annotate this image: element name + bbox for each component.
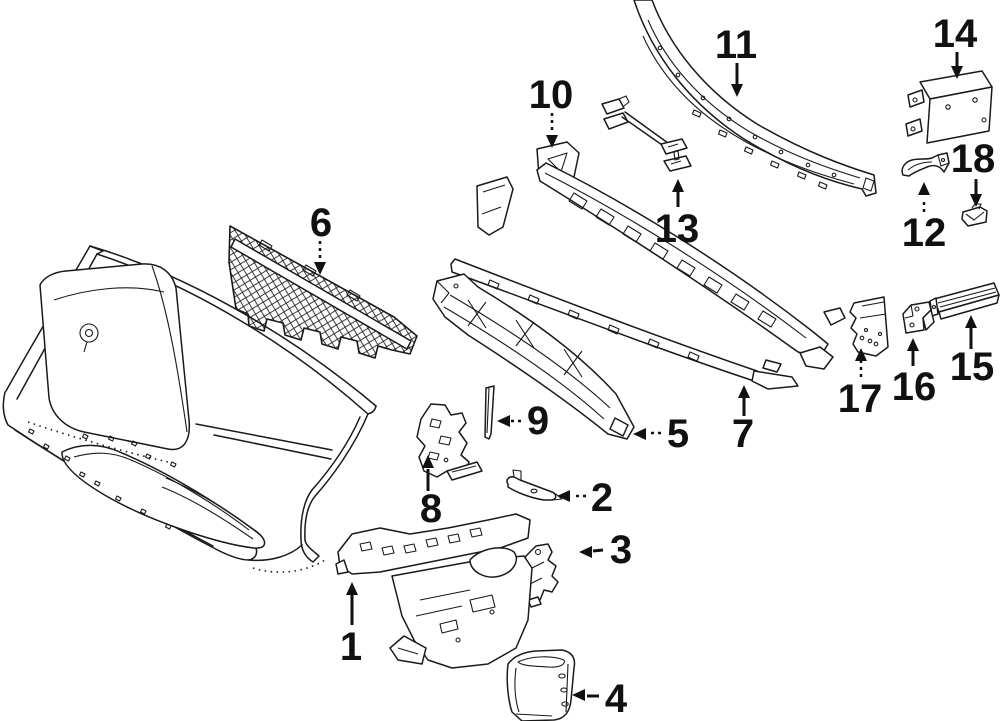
callout-14-label: 14 — [933, 12, 978, 56]
callout-1: 1 — [340, 582, 362, 669]
callout-12: 12 — [902, 182, 947, 255]
callout-15-label: 15 — [950, 345, 995, 389]
callout-10: 10 — [529, 73, 574, 148]
callout-7-label: 7 — [732, 412, 754, 456]
callout-4: 4 — [572, 677, 628, 721]
callout-6: 6 — [310, 201, 332, 275]
callout-12-label: 12 — [902, 211, 947, 255]
callout-8: 8 — [420, 455, 442, 531]
callout-15: 15 — [950, 315, 995, 389]
clip-tabs — [27, 428, 177, 530]
callout-10-label: 10 — [529, 73, 574, 117]
part-13-harness-drawing — [601, 95, 692, 172]
part-2-trim-strip-drawing — [506, 469, 563, 501]
callout-13-label: 13 — [655, 207, 700, 251]
callout-18-label: 18 — [951, 137, 996, 181]
callout-17-label: 17 — [838, 377, 883, 421]
callout-11-label: 11 — [715, 23, 757, 67]
callout-1-label: 1 — [340, 625, 362, 669]
part-5-support-panel-drawing — [432, 273, 635, 440]
part-14-mount-box-drawing — [905, 70, 993, 144]
callout-6-label: 6 — [310, 201, 332, 245]
callout-13: 13 — [655, 179, 700, 251]
lower-intake-opening — [61, 444, 266, 549]
part-1-bracket-assembly-drawing — [335, 513, 533, 669]
callout-8-label: 8 — [420, 487, 442, 531]
bumper-cover-drawing — [2, 245, 377, 573]
part-7-retainer-strip-drawing — [450, 258, 799, 390]
callout-11: 11 — [715, 23, 757, 97]
part-9-filler-strip-drawing — [484, 385, 495, 440]
part-8-side-bracket-drawing — [416, 403, 483, 481]
callout-3-label: 3 — [610, 528, 632, 572]
brand-badge — [79, 323, 99, 343]
fender-edge — [304, 413, 369, 541]
callout-14: 14 — [933, 12, 978, 79]
part-11-impact-bar-drawing — [633, 0, 877, 197]
callout-3: 3 — [579, 528, 632, 572]
callout-9-label: 9 — [527, 399, 549, 443]
callout-9: 9 — [497, 399, 549, 443]
part-18-clip-drawing — [961, 203, 988, 227]
callout-17: 17 — [838, 348, 883, 421]
part-12-support-bracket-drawing — [901, 152, 950, 177]
callout-16-label: 16 — [892, 365, 937, 409]
callout-18: 18 — [951, 137, 996, 207]
grille-panel — [39, 263, 191, 451]
hood-sweep-line — [89, 245, 377, 407]
part-16-small-bracket-drawing — [902, 301, 935, 334]
part-10-energy-absorber-drawing — [476, 141, 846, 370]
callout-7: 7 — [732, 385, 754, 456]
part-6-grille-mesh-drawing — [228, 225, 418, 359]
callout-16: 16 — [892, 338, 937, 409]
callout-2: 2 — [557, 476, 613, 520]
part-4-corner-cover-drawing — [506, 649, 576, 721]
callout-5: 5 — [633, 412, 689, 456]
callout-5-label: 5 — [667, 412, 689, 456]
callout-4-label: 4 — [605, 677, 628, 721]
part-17-plate-bracket-drawing — [849, 296, 889, 357]
callout-2-label: 2 — [591, 476, 613, 520]
callouts-layer: 1 2 3 4 5 6 7 — [310, 12, 995, 721]
part-15-rail-drawing — [929, 282, 1000, 320]
